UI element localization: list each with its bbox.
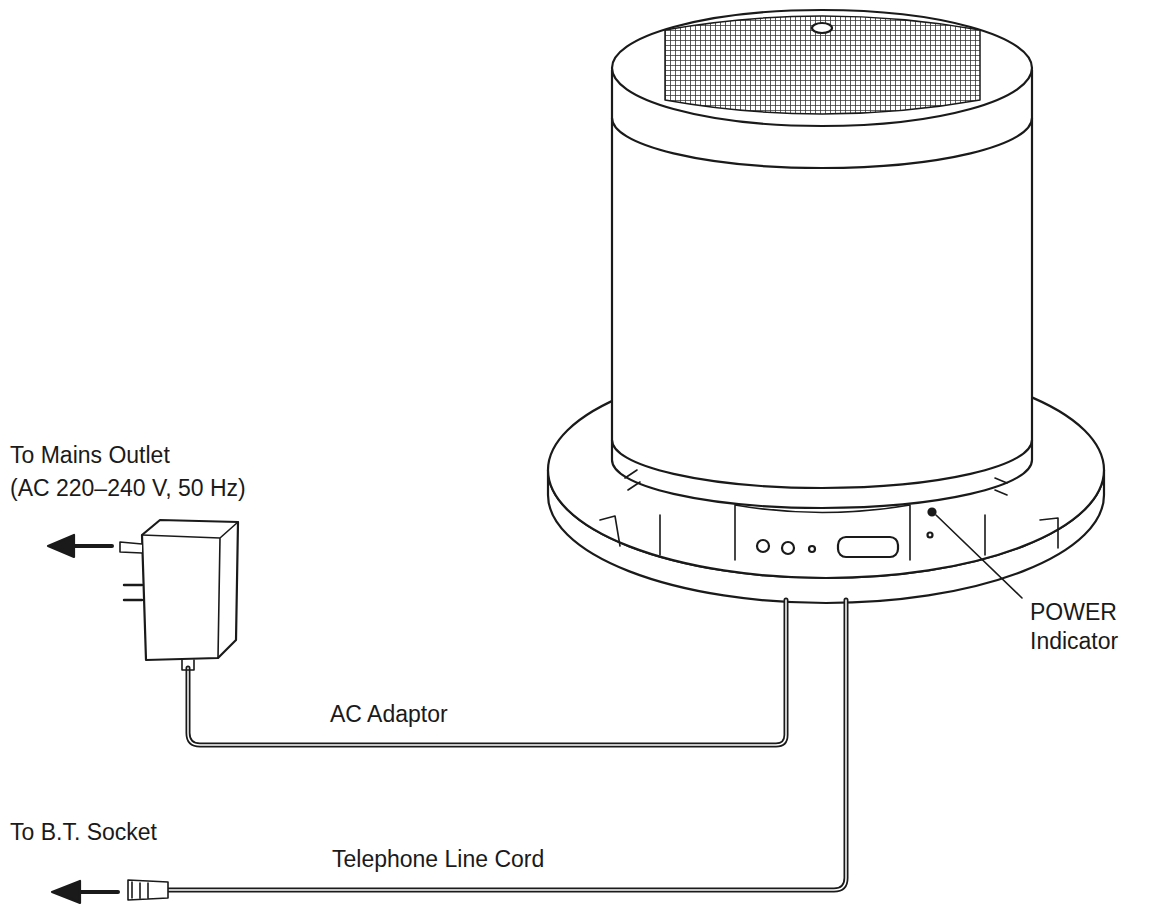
socket-label: To B.T. Socket (10, 818, 157, 847)
leader-line (936, 515, 1022, 598)
top-grille (665, 16, 980, 114)
cylinder-skirt (612, 440, 1032, 508)
telephone-plug (128, 880, 168, 900)
plug-prong (124, 585, 142, 600)
part-label: Telephone Line Cord (332, 845, 544, 874)
indicator-label: POWER Indicator (1030, 598, 1142, 656)
vent-right (985, 478, 1058, 555)
top-button (812, 23, 832, 33)
direction-arrow (72, 544, 112, 548)
display-window (838, 537, 898, 557)
power-indicator (929, 509, 936, 516)
button (809, 546, 815, 552)
ac-adaptor (142, 520, 238, 660)
part-label: AC Adaptor (330, 700, 448, 729)
small-hole (928, 533, 933, 538)
vent-left (600, 470, 660, 555)
front-panel (735, 505, 910, 560)
mains-label: To Mains Outlet (10, 441, 170, 470)
direction-arrow (78, 890, 118, 894)
cylinder-top (612, 10, 1032, 126)
plug-prong (120, 542, 142, 553)
cylinder-body (612, 70, 1032, 488)
telephone-cord (168, 600, 846, 890)
button (757, 540, 769, 552)
button (782, 542, 794, 554)
voltage-label: (AC 220–240 V, 50 Hz) (10, 474, 246, 503)
adaptor-cord (188, 600, 786, 745)
